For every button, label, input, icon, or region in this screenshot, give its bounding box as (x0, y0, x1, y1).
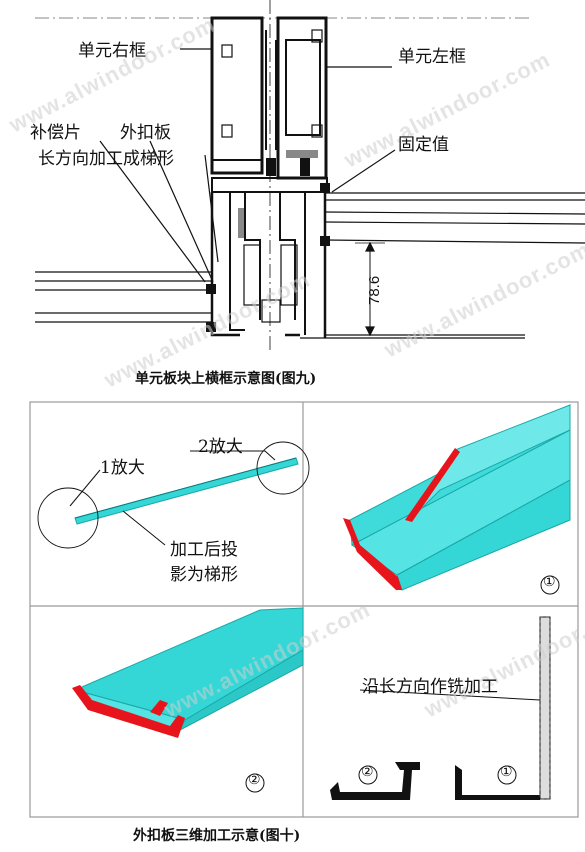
glass-line (324, 221, 585, 225)
marker-1-q4: ① (500, 764, 513, 780)
long-bar (74, 457, 299, 525)
transom-top (211, 177, 328, 193)
label-trapezoid: 长方向加工成梯形 (38, 149, 174, 169)
channel-closeup (72, 607, 304, 738)
milled-plate (539, 616, 551, 800)
dimension-label: 78.6 (366, 275, 383, 305)
frame-slot (221, 124, 233, 138)
leader-fixed-value (331, 149, 396, 193)
label-zoom1: 1放大 (100, 458, 145, 478)
leader-compensation (99, 140, 206, 283)
u-channel-3d (343, 404, 571, 591)
label-projection-2: 影为梯形 (170, 565, 238, 585)
right-frame-profile (210, 16, 264, 175)
label-fixed-value: 固定值 (398, 135, 449, 155)
label-outer-cover: 外扣板 (120, 123, 171, 143)
glass-line (324, 239, 585, 244)
transom-chamber (243, 244, 261, 306)
figure10-caption: 外扣板三维加工示意(图十) (133, 828, 301, 844)
leader-mill (359, 689, 541, 701)
figure9-caption: 单元板块上横框示意图(图九) (135, 371, 317, 387)
leader-zoom1 (69, 469, 101, 507)
zoom-circle-2 (256, 441, 310, 495)
label-compensation: 补偿片 (30, 123, 81, 143)
frame-slot (221, 44, 233, 58)
marker-2-q3: ② (248, 772, 261, 788)
marker-2-q4: ② (361, 764, 374, 780)
leader-projection (122, 510, 166, 546)
glass-line (324, 211, 585, 215)
label-mill: 沿长方向作铣加工 (362, 677, 498, 697)
transom-plug (261, 299, 281, 323)
insulation (238, 150, 318, 238)
marker-1-q2: ① (543, 574, 556, 590)
transom-chamber (280, 244, 298, 306)
leader-outer-cover (149, 140, 214, 283)
gaskets (206, 158, 330, 332)
zoom-circle-1 (37, 487, 99, 549)
leader-trapezoid (204, 154, 219, 263)
label-projection-1: 加工后投 (170, 540, 238, 560)
label-left-frame: 单元左框 (398, 47, 466, 67)
profiles-2d (330, 762, 540, 800)
label-right-frame: 单元右框 (78, 41, 146, 61)
label-zoom2: 2放大 (198, 437, 243, 457)
